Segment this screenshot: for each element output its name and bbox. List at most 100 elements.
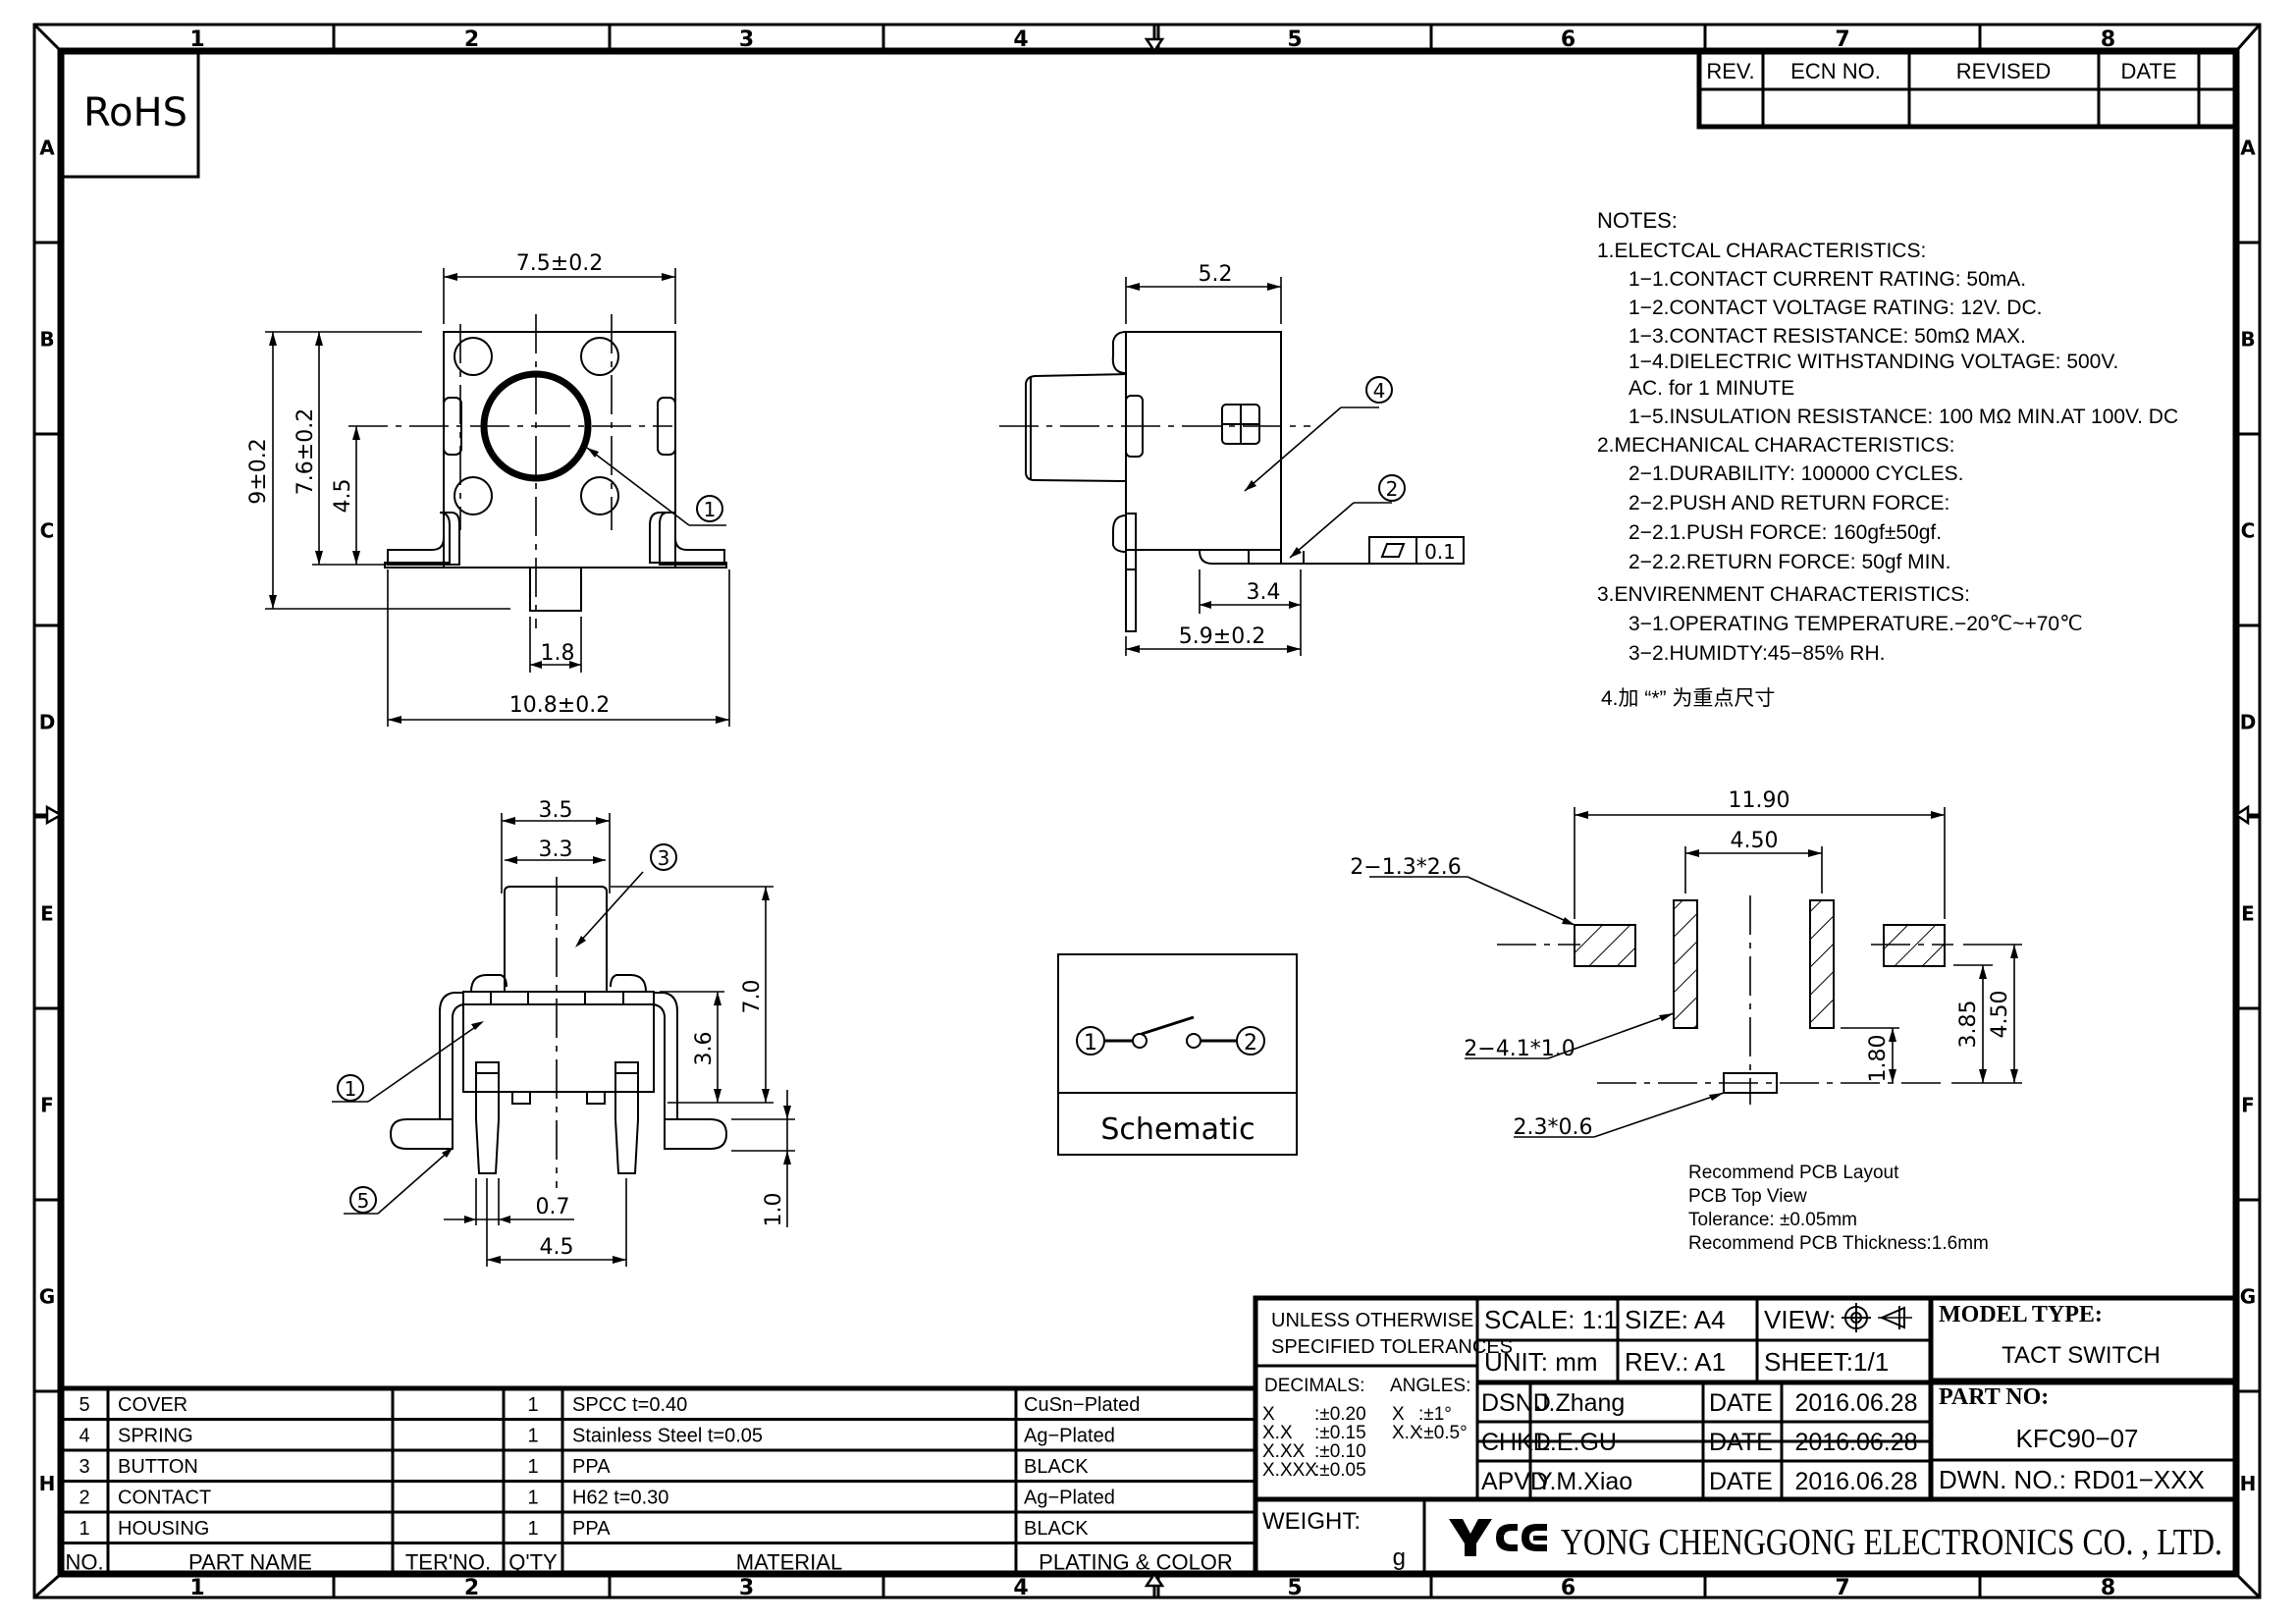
signoff-date: 2016.06.28 — [1794, 1468, 1917, 1495]
bom-header: PLATING & COLOR — [1039, 1550, 1233, 1575]
dim-stem-width: 1.8 — [541, 641, 575, 666]
dim-body-height: 3.6 — [692, 1032, 717, 1066]
dim-pcb-inner: 4.50 — [1731, 829, 1779, 853]
callout-2 — [1378, 474, 1406, 502]
revision-block: REV. ECN NO. REVISED DATE — [1696, 48, 2239, 130]
zone-col-top-3: 3 — [739, 27, 754, 52]
signoff-date-label: DATE — [1709, 1389, 1773, 1417]
bom-material: PPA — [572, 1456, 611, 1478]
zone-col-top-1: 1 — [189, 27, 204, 52]
dim-cap-inner: 3.3 — [539, 838, 573, 862]
callout-5-label: 5 — [357, 1189, 370, 1213]
model-type: TACT SWITCH — [2002, 1342, 2161, 1369]
tolerance-value: :±0.15 — [1314, 1423, 1366, 1443]
tolerance-key: X.XXX — [1262, 1460, 1317, 1481]
note-line: 2−1.DURABILITY: 100000 CYCLES. — [1629, 462, 1963, 485]
scale: SCALE: 1:1 — [1484, 1305, 1618, 1334]
callout-1-front — [337, 1074, 364, 1102]
zone-col-top-5: 5 — [1287, 27, 1302, 52]
callout-1-front-label: 1 — [345, 1077, 357, 1101]
zone-col-bottom-1: 1 — [189, 1576, 204, 1600]
tolerance-key: X.XX — [1262, 1441, 1306, 1462]
bom-qty: 1 — [527, 1488, 538, 1509]
dim-center-height: 4.5 — [331, 479, 355, 514]
rev-header: REV. — [1706, 59, 1754, 83]
signoff-date-label: DATE — [1709, 1429, 1773, 1456]
date-header: DATE — [2120, 59, 2176, 83]
schematic-box: 1 2 Schematic — [1057, 953, 1298, 1156]
bom-no: 5 — [79, 1394, 89, 1416]
dim-pcb-overall: 11.90 — [1729, 788, 1790, 813]
dim-body-width: 5.2 — [1199, 262, 1233, 287]
signoff-role: DSND — [1481, 1389, 1551, 1417]
housing-outline — [443, 331, 676, 568]
zone-col-bottom-7: 7 — [1835, 1576, 1849, 1600]
zone-row-right-C: C — [2241, 519, 2256, 543]
note-line: 1−2.CONTACT VOLTAGE RATING: 12V. DC. — [1629, 297, 2042, 319]
bom-qty: 1 — [527, 1456, 538, 1478]
zone-row-right-A: A — [2240, 136, 2256, 160]
signoff-name: L.E.GU — [1536, 1429, 1617, 1456]
tolerance-value: :±0.20 — [1314, 1404, 1366, 1425]
revised-header: REVISED — [1956, 59, 2052, 83]
bom-part-name: SPRING — [118, 1426, 193, 1447]
note-line: 3.ENVIRENMENT CHARACTERISTICS: — [1597, 583, 1970, 606]
zone-row-right-F: F — [2241, 1094, 2255, 1117]
dim-height-total: 9±0.2 — [246, 438, 271, 504]
note-line: 2−2.PUSH AND RETURN FORCE: — [1629, 492, 1949, 514]
tolerance-value: :±0.05 — [1314, 1460, 1366, 1481]
sheet: SHEET:1/1 — [1764, 1347, 1889, 1377]
dwn-no: DWN. NO.: RD01−XXX — [1939, 1465, 2205, 1494]
dim-height-body: 7.6±0.2 — [294, 408, 318, 495]
dim-pcb-h1: 1.80 — [1866, 1035, 1891, 1083]
tolerance-title-1: UNLESS OTHERWISE — [1271, 1310, 1473, 1331]
pad-c-label: 2.3*0.6 — [1514, 1115, 1593, 1140]
pcb-note-line: Recommend PCB Layout — [1688, 1163, 1899, 1183]
button-cap — [504, 886, 608, 992]
size: SIZE: A4 — [1625, 1305, 1726, 1334]
bom-no: 2 — [79, 1488, 89, 1509]
bom-material: SPCC t=0.40 — [572, 1394, 687, 1416]
zone-col-bottom-5: 5 — [1287, 1576, 1302, 1600]
view-label: VIEW: — [1764, 1305, 1836, 1334]
zone-row-right-D: D — [2240, 711, 2257, 734]
bom-header: TER'NO. — [405, 1550, 491, 1575]
pad-inner-right — [1809, 899, 1835, 1029]
bom-plating: Ag−Plated — [1024, 1426, 1115, 1447]
zone-col-bottom-6: 6 — [1561, 1576, 1575, 1600]
dim-cap-outer: 3.5 — [539, 798, 573, 823]
zone-row-right-G: G — [2240, 1285, 2256, 1309]
note-line: 2−2.1.PUSH FORCE: 160gf±50gf. — [1629, 521, 1942, 544]
zone-row-right-H: H — [2240, 1472, 2257, 1495]
zone-row-left-A: A — [39, 136, 55, 160]
bom-qty: 1 — [527, 1426, 538, 1447]
zone-row-right-E: E — [2241, 902, 2255, 926]
weight-label: WEIGHT: — [1262, 1508, 1361, 1535]
callout-3 — [650, 843, 677, 871]
angles-label: ANGLES: — [1390, 1376, 1470, 1396]
ecn-header: ECN NO. — [1790, 59, 1881, 83]
callout-4 — [1365, 376, 1393, 404]
bom-header: MATERIAL — [736, 1550, 842, 1575]
housing-front — [462, 1003, 655, 1093]
schematic-pin-1-label: 1 — [1084, 1031, 1097, 1056]
zone-row-left-F: F — [40, 1094, 54, 1117]
pcb-note-line: Recommend PCB Thickness:1.6mm — [1688, 1233, 1989, 1254]
note-line: 1−5.INSULATION RESISTANCE: 100 MΩ MIN.AT… — [1629, 406, 2178, 428]
schematic-pin-2-label: 2 — [1244, 1031, 1257, 1056]
bom-no: 3 — [79, 1456, 89, 1478]
schematic-pin-2 — [1236, 1026, 1265, 1056]
callout-4-label: 4 — [1373, 379, 1386, 403]
part-no: KFC90−07 — [2015, 1424, 2138, 1453]
zone-row-left-E: E — [40, 902, 54, 926]
zone-col-top-4: 4 — [1013, 27, 1028, 52]
company-logo — [1449, 1519, 1547, 1556]
callout-2-label: 2 — [1386, 477, 1399, 501]
dim-width-top: 7.5±0.2 — [516, 251, 603, 276]
callout-1-top-label: 1 — [704, 498, 717, 521]
pad-right — [1883, 924, 1946, 967]
